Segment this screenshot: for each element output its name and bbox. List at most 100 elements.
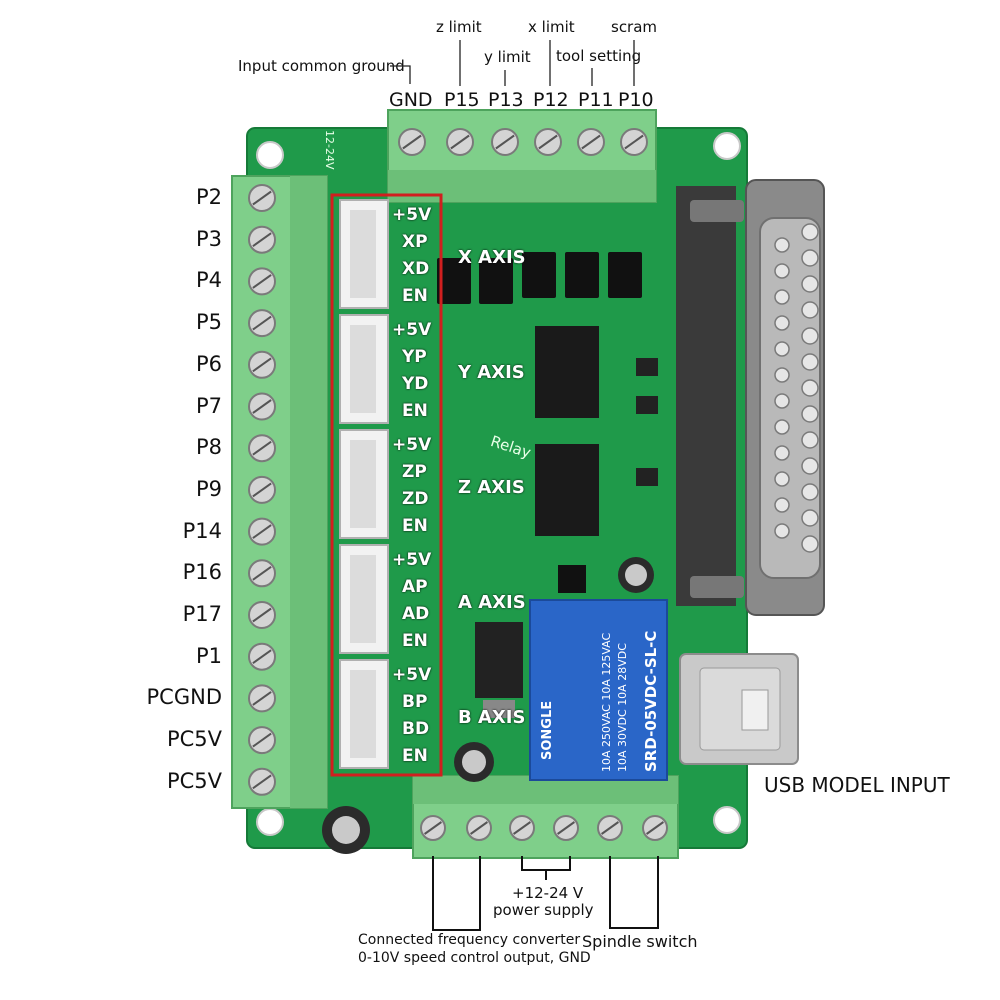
capacitors <box>322 557 654 854</box>
db25-pin <box>774 445 790 461</box>
power-supply-label-2: power supply <box>493 901 594 919</box>
top-pin-p12: P12 <box>533 89 569 111</box>
board-voltage-text: 12-24V <box>323 130 336 170</box>
left-pin-label: P1 <box>195 643 222 668</box>
db25-pin <box>801 379 819 397</box>
jumper <box>558 565 586 593</box>
left-pin-label: P2 <box>195 185 222 209</box>
db25-pin <box>801 535 819 553</box>
axis-signal-label: +5V <box>392 320 432 340</box>
axis-name-label: A AXIS <box>458 592 526 613</box>
axis-signal-label: EN <box>402 401 428 421</box>
axis-signal-label: BD <box>402 719 430 739</box>
spindle-switch-label: Spindle switch <box>582 932 698 951</box>
db25-pin <box>801 353 819 371</box>
axis-signal-label: EN <box>402 516 428 536</box>
axis-signal-label: ZD <box>402 489 429 509</box>
axis-signal-label: +5V <box>392 550 432 570</box>
db25-pin <box>774 523 790 539</box>
left-pin-label: P6 <box>195 351 222 376</box>
freq-converter-label-2: 0-10V speed control output, GND <box>358 950 591 966</box>
usb-model-input-label: USB MODEL INPUT <box>764 773 950 797</box>
relay-rating-1: 10A 250VAC 10A 125VAC <box>600 632 613 772</box>
relay-model: SRD-05VDC-SL-C <box>642 630 660 772</box>
db25-pin <box>774 263 790 279</box>
axis-signal-label: EN <box>402 746 428 766</box>
optocouplers <box>437 252 642 304</box>
bottom-leader-lines <box>432 856 659 931</box>
left-pin-label: PC5V <box>166 768 222 793</box>
db25-pin <box>801 327 819 345</box>
axis-signal-label: AP <box>402 577 428 597</box>
top-pin-p11: P11 <box>578 89 614 111</box>
top-pin-p10: P10 <box>618 89 654 111</box>
db25-connector <box>676 179 825 616</box>
db25-pin <box>801 457 819 475</box>
axis-name-label: Y AXIS <box>458 362 525 383</box>
relay-brand: SONGLE <box>540 700 555 760</box>
y-limit-label: y limit <box>484 48 531 66</box>
top-pin-p13: P13 <box>488 89 524 111</box>
bottom-terminal-block <box>412 775 679 859</box>
axis-signal-label: BP <box>402 692 428 712</box>
axis-connectors-frame <box>330 193 443 777</box>
x-limit-label: x limit <box>528 18 575 36</box>
left-pin-label: P16 <box>182 560 222 585</box>
freq-converter-label-1: Connected frequency converter <box>358 932 581 948</box>
db25-pin <box>801 223 819 241</box>
left-pin-label: P4 <box>195 268 222 293</box>
voltage-regulator <box>475 622 523 718</box>
db25-pin <box>801 483 819 501</box>
left-pin-label: P9 <box>195 476 222 501</box>
axis-signal-label: YP <box>402 347 427 367</box>
left-pin-label: P5 <box>195 310 222 335</box>
axis-signal-label: XP <box>402 232 428 252</box>
db25-pin <box>801 301 819 319</box>
left-pin-label: PC5V <box>166 727 222 752</box>
mounting-holes <box>256 132 741 836</box>
db25-pin <box>801 509 819 527</box>
axis-name-label: B AXIS <box>458 707 526 728</box>
left-pin-label: P8 <box>195 435 222 460</box>
db25-pin <box>801 249 819 267</box>
db25-pin <box>774 497 790 513</box>
axis-headers <box>339 199 389 769</box>
db25-pin <box>801 275 819 293</box>
left-pin-label: P17 <box>182 602 222 626</box>
db25-pin <box>774 393 790 409</box>
top-pin-gnd: GND <box>389 89 433 111</box>
db25-pin <box>774 237 790 253</box>
axis-name-label: Z AXIS <box>458 477 525 498</box>
axis-signal-label: +5V <box>392 205 432 225</box>
axis-name-label: X AXIS <box>458 247 526 268</box>
left-pin-label: P7 <box>195 393 222 418</box>
relay-text <box>566 500 726 610</box>
db25-pin <box>774 367 790 383</box>
usb-connector <box>679 653 799 765</box>
top-terminal-block <box>387 109 657 203</box>
top-leader-lines <box>390 40 635 86</box>
logic-ics <box>535 326 599 536</box>
db25-pin <box>774 419 790 435</box>
scram-label: scram <box>611 18 658 36</box>
left-pin-label: P3 <box>195 226 222 251</box>
z-limit-label: z limit <box>436 18 482 36</box>
db25-pin <box>774 315 790 331</box>
relay-rating-2: 10A 30VDC 10A 28VDC <box>616 643 629 772</box>
axis-signal-label: EN <box>402 631 428 651</box>
top-pin-p15: P15 <box>444 89 480 111</box>
left-terminal-block <box>231 175 328 809</box>
axis-signal-label: +5V <box>392 665 432 685</box>
axis-signal-label: AD <box>402 604 430 624</box>
db25-pin <box>774 471 790 487</box>
axis-signal-label: +5V <box>392 435 432 455</box>
left-pin-label: PCGND <box>146 685 222 710</box>
left-pin-label: P14 <box>182 518 222 543</box>
tool-setting-label: tool setting <box>556 47 642 65</box>
db25-pin <box>801 431 819 449</box>
axis-signal-label: ZP <box>402 462 427 482</box>
db25-pin <box>801 405 819 423</box>
axis-signal-label: XD <box>402 259 430 279</box>
db25-pin <box>774 341 790 357</box>
